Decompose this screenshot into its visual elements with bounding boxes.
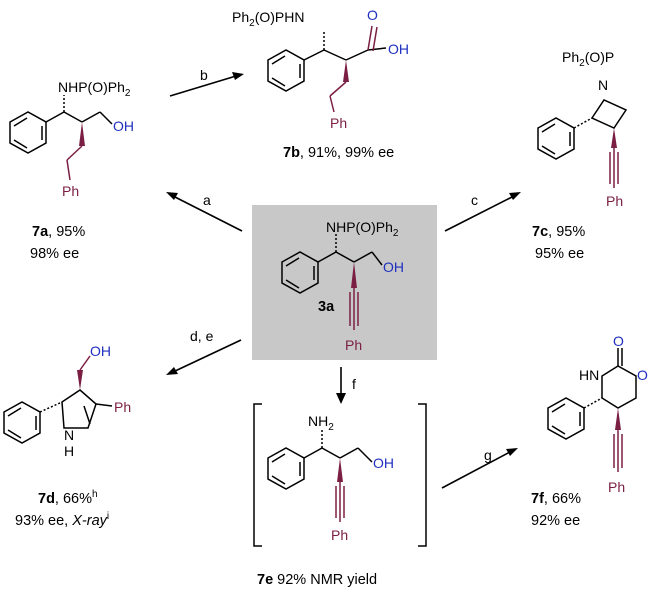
phenyl-ring-3a xyxy=(281,251,319,294)
arrow-de: d, e xyxy=(166,328,242,375)
azetidine-ring-7c xyxy=(590,99,628,129)
phenyl-ring-7b xyxy=(267,49,305,92)
phenyl-ring-7f xyxy=(547,397,585,440)
arrow-c: c xyxy=(444,192,521,232)
arrow-label-c: c xyxy=(471,192,478,208)
compound-7d: OH N H Ph 7d, 66%h 93% ee, X-rayi xyxy=(3,343,131,529)
acid-oh-7b: OH xyxy=(388,41,409,57)
phenyl-label-3a: Ph xyxy=(345,337,362,353)
oxazinanone-ring-7f xyxy=(601,365,637,409)
arrow-label-a: a xyxy=(203,192,211,208)
ring-o-7f: O xyxy=(637,367,648,383)
caption-7d: 7d, 66%h xyxy=(38,489,98,507)
arrowhead-b xyxy=(232,72,244,80)
ee-7d: 93% ee, X-rayi xyxy=(15,511,109,529)
arrow-b: b xyxy=(169,67,244,97)
phenyl-label-7e: Ph xyxy=(331,527,348,543)
phenyl-ring-7d xyxy=(3,401,41,444)
pyrroline-ring-7d xyxy=(61,389,97,429)
ee-7f: 92% ee xyxy=(531,513,580,529)
caption-7a: 7a, 95% xyxy=(32,224,85,240)
bracket-right xyxy=(418,403,427,547)
arrowhead-de xyxy=(166,367,178,375)
arrow-label-g: g xyxy=(484,447,492,463)
phenyl-label-7c: Ph xyxy=(606,193,623,209)
caption-7c: 7c, 95% xyxy=(532,224,585,240)
amine-label-3a: NHP(O)Ph2 xyxy=(326,219,399,239)
caption-7b: 7b, 91%, 99% ee xyxy=(283,145,394,161)
n-atom-7c: N xyxy=(598,77,608,93)
phos-label-7c: Ph2(O)P xyxy=(562,49,614,69)
arrow-label-de: d, e xyxy=(190,328,214,344)
arrow-g: g xyxy=(441,447,518,489)
compound-7b: Ph2(O)PHN O OH Ph 7b, 91%, 99% ee xyxy=(232,7,409,161)
compound-3a: NHP(O)Ph2 OH Ph 3a xyxy=(281,219,404,353)
phenyl-label-7d: Ph xyxy=(114,399,131,415)
amine-label-7b: Ph2(O)PHN xyxy=(232,9,304,29)
ee-7a: 98% ee xyxy=(30,246,79,262)
phenyl-ring-7a xyxy=(9,111,47,154)
amine-label-7a: NHP(O)Ph2 xyxy=(58,79,131,99)
amine-label-7e: NH2 xyxy=(308,413,334,433)
alcohol-label-7a: OH xyxy=(113,118,134,134)
arrowhead-c xyxy=(509,192,521,200)
arrow-a: a xyxy=(166,192,243,232)
nh-n-7d: N xyxy=(64,427,74,443)
phenyl-ring-7c xyxy=(537,117,575,160)
caption-7f: 7f, 66% xyxy=(531,491,581,507)
carbonyl-o-7f: O xyxy=(613,333,624,349)
hn-label-7f: HN xyxy=(579,367,599,383)
phenyl-label-7f: Ph xyxy=(608,479,625,495)
compound-7e: NH2 OH Ph 7e 92% NMR yield xyxy=(253,403,427,588)
arrow-label-b: b xyxy=(200,67,208,83)
caption-7e: 7e 92% NMR yield xyxy=(257,572,377,588)
alcohol-label-3a: OH xyxy=(383,259,404,275)
arrowhead-f xyxy=(336,393,346,404)
bracket-left xyxy=(253,403,262,547)
arrow-label-f: f xyxy=(352,376,356,392)
nh-h-7d: H xyxy=(64,443,74,459)
ee-7c: 95% ee xyxy=(535,246,584,262)
alcohol-label-7d: OH xyxy=(90,343,111,359)
compound-7c: Ph2(O)P N Ph 7c, 95% 95% ee xyxy=(532,49,628,262)
phenyl-ring-7e xyxy=(267,447,305,490)
compound-7a: NHP(O)Ph2 OH Ph 7a, 95% 98% ee xyxy=(9,79,134,262)
arrowhead-a xyxy=(166,192,178,200)
phenyl-label-7a: Ph xyxy=(62,183,79,199)
compound-7f: O HN O Ph 7f, 66% 92% ee xyxy=(531,333,648,529)
center-highlight-box xyxy=(252,205,437,360)
arrow-f: f xyxy=(336,367,356,404)
phenyl-label-7b: Ph xyxy=(330,115,347,131)
arrowhead-g xyxy=(506,448,518,456)
acid-carbonyl-o-7b: O xyxy=(367,7,378,23)
compound-id-3a: 3a xyxy=(318,299,335,315)
alcohol-label-7e: OH xyxy=(373,455,394,471)
